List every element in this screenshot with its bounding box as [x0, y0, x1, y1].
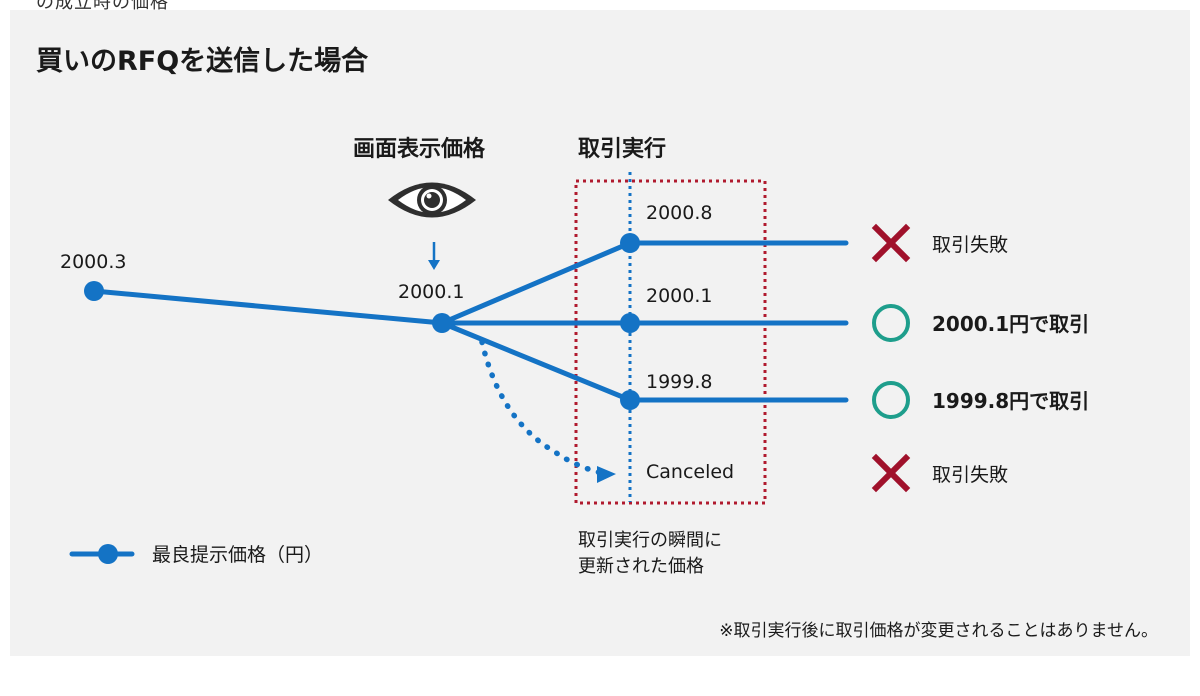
outcome-lower-text: 1999.8円で取引	[932, 389, 1089, 413]
down-arrow-icon	[428, 242, 440, 270]
cancel-arrowhead-icon	[597, 466, 616, 483]
cancel-path	[479, 339, 609, 477]
price-point-lower	[620, 390, 640, 410]
execution-heading: 取引実行	[578, 136, 666, 162]
outcome-canceled-text: 取引失敗	[932, 464, 1008, 486]
legend-point	[98, 544, 118, 564]
price-label-upper: 2000.8	[646, 202, 712, 224]
circle-icon	[872, 381, 910, 419]
cross-icon	[871, 223, 911, 263]
price-label-start: 2000.3	[60, 251, 126, 273]
price-point-upper	[620, 233, 640, 253]
price-label-canceled: Canceled	[646, 461, 734, 483]
cross-icon	[871, 453, 911, 493]
box-caption-line1: 取引実行の瞬間に	[578, 530, 722, 551]
price-label-lower: 1999.8	[646, 371, 712, 393]
diagram-panel	[10, 10, 1190, 656]
legend-label: 最良提示価格（円）	[152, 544, 323, 566]
price-point-display	[432, 313, 452, 333]
price-label-display: 2000.1	[398, 281, 464, 303]
price-line-upper	[439, 240, 849, 326]
price-line-lower	[439, 320, 849, 403]
outcome-upper-text: 取引失敗	[932, 234, 1008, 256]
top-clipped-text: の成立時の価格	[36, 0, 169, 13]
outcome-middle-text: 2000.1円で取引	[932, 312, 1089, 336]
price-label-middle: 2000.1	[646, 285, 712, 307]
execution-box	[574, 179, 767, 505]
footnote: ※取引実行後に取引価格が変更されることはありません。	[719, 621, 1158, 641]
price-point-middle	[620, 313, 640, 333]
eye-icon	[388, 182, 476, 218]
legend: 最良提示価格（円）	[69, 544, 323, 566]
circle-icon	[872, 304, 910, 342]
display-price-heading: 画面表示価格	[353, 136, 486, 162]
diagram-title: 買いのRFQを送信した場合	[36, 45, 368, 77]
box-caption-line2: 更新された価格	[578, 556, 704, 577]
price-line-initial	[91, 288, 445, 326]
price-point-start	[84, 281, 104, 301]
